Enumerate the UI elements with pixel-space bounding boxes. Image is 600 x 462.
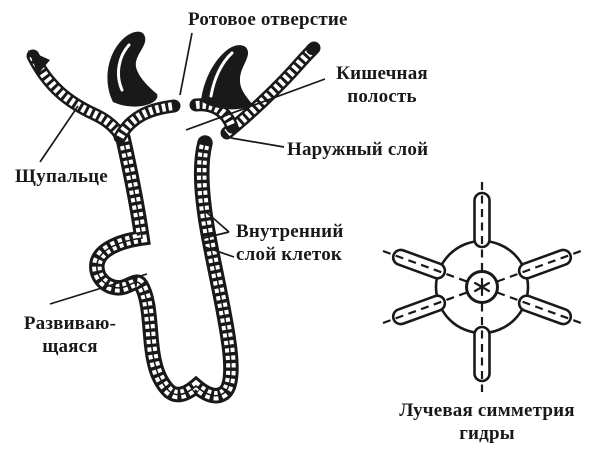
hydra-oral-tentacles-dark (107, 31, 252, 110)
label-tentacle: Щупальце (15, 166, 108, 187)
leader-line-developing-bud (49, 273, 148, 305)
label-inner-layer-line1: Внутренний (236, 221, 344, 242)
leader-line-mouth (179, 32, 193, 96)
leader-line-inner-layer-1 (204, 210, 230, 233)
leader-line-inner-layer-3 (204, 246, 235, 258)
leader-line-inner-layer-2 (203, 231, 230, 239)
label-outer-layer: Наружный слой (287, 139, 429, 160)
symmetry-axes-dashed (382, 182, 582, 392)
label-developing-bud: Развиваю- щаяся (16, 312, 124, 358)
label-gut-cavity: Кишечная полость (323, 62, 441, 108)
mouth-asterisk-icon (473, 277, 491, 297)
hydra-left-tentacle (28, 50, 123, 140)
tentacle-capsules (391, 191, 573, 383)
label-gut-cavity-line2: полость (347, 86, 417, 107)
label-gut-cavity-line1: Кишечная (336, 63, 428, 84)
label-developing-bud-line2: щаяся (42, 336, 98, 357)
label-inner-layer-line2: слой клеток (236, 244, 343, 265)
caption-line2: гидры (459, 423, 515, 444)
radial-symmetry-figure (382, 182, 582, 392)
label-mouth-opening: Ротовое отверстие (188, 9, 348, 30)
label-developing-bud-line1: Развиваю- (23, 313, 117, 334)
caption-radial-symmetry: Лучевая симметрия гидры (382, 399, 592, 445)
hydra-right-tentacle (227, 43, 318, 133)
label-inner-layer: Внутренний слой клеток (236, 220, 343, 266)
leader-line-gut-cavity (185, 78, 326, 131)
leader-line-tentacle (39, 105, 79, 163)
leader-line-outer-layer (230, 137, 285, 148)
caption-line1: Лучевая симметрия (399, 400, 575, 421)
hydra-mouth-region (120, 105, 232, 137)
